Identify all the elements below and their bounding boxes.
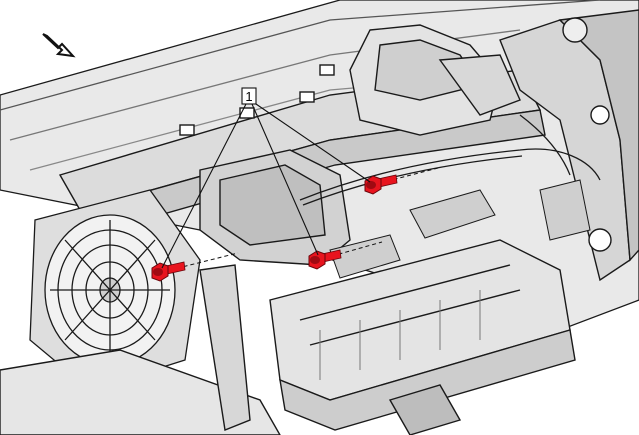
center-bracket <box>199 149 351 266</box>
view-direction-arrow-icon <box>42 33 76 58</box>
callout-label: 1 <box>245 89 252 104</box>
steering-column-housing <box>349 24 521 136</box>
fan-icon <box>29 189 201 391</box>
lower-trim <box>0 264 281 435</box>
right-bracket <box>499 9 639 282</box>
fastener-right <box>364 174 398 195</box>
fastener-left <box>151 261 186 282</box>
hvac-module <box>269 239 576 435</box>
fastener-center <box>308 249 342 270</box>
callout-leaders <box>161 103 371 269</box>
connector-blocks <box>329 179 591 279</box>
bolt-icon <box>151 174 398 282</box>
callout-1: 1 <box>241 87 257 105</box>
